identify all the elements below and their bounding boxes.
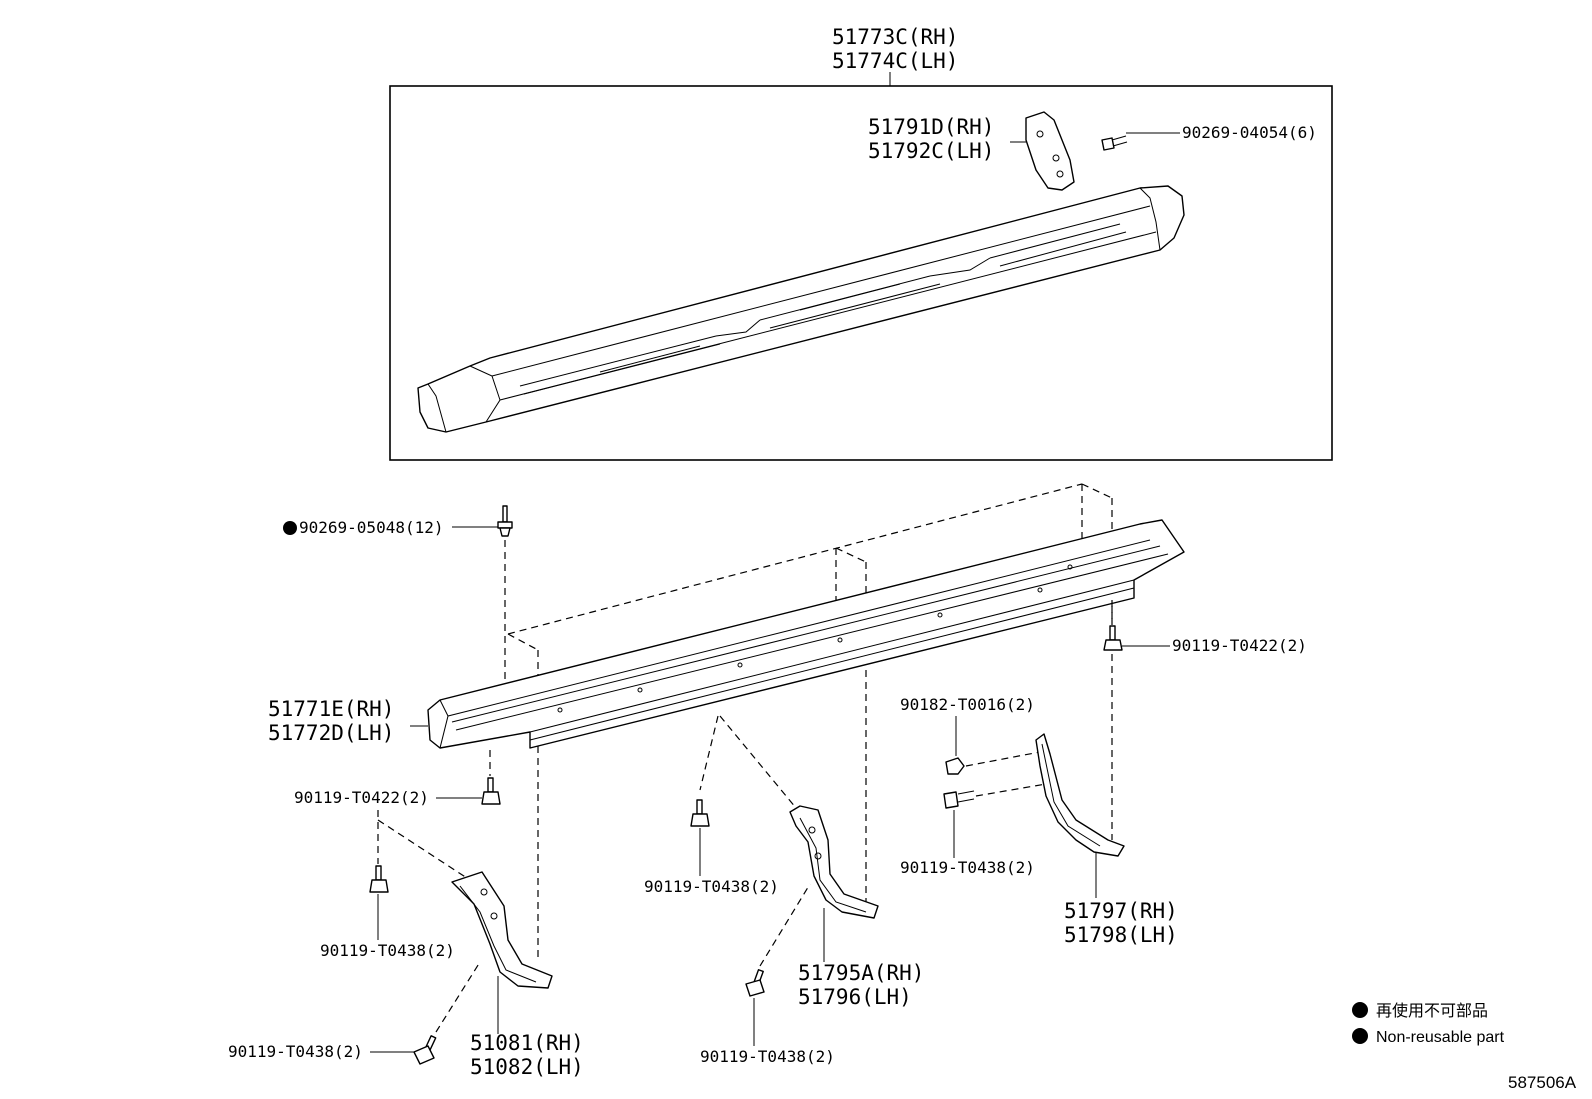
end-cap-lh-label: 51792C(LH) bbox=[868, 139, 994, 163]
end-cap-screw-label: 90269-04054(6) bbox=[1182, 123, 1317, 142]
center-upper-bolt-icon bbox=[690, 799, 710, 827]
assembly-frame bbox=[389, 85, 1333, 461]
nut-label: 90182-T0016(2) bbox=[900, 695, 1035, 714]
center-upper-dashline-a bbox=[699, 715, 719, 791]
end-cap-screw-icon bbox=[1101, 135, 1128, 151]
running-board-step bbox=[417, 185, 1185, 433]
center-upper-bolt-label: 90119-T0438(2) bbox=[644, 877, 779, 896]
center-bracket-lh-label: 51796(LH) bbox=[798, 985, 912, 1009]
running-board-rail bbox=[427, 519, 1185, 749]
front-mid-bolt-label: 90119-T0438(2) bbox=[320, 941, 455, 960]
assembly-lh-label: 51774C(LH) bbox=[832, 49, 958, 73]
front-bracket-rh-label: 51081(RH) bbox=[470, 1031, 584, 1055]
rail-lh-label: 51772D(LH) bbox=[268, 721, 394, 745]
center-bracket-rh-label: 51795A(RH) bbox=[798, 961, 924, 985]
rear-bolt-dashline bbox=[975, 783, 1047, 797]
front-upper-bolt-icon bbox=[481, 777, 501, 805]
front-mid-bolt-icon bbox=[369, 865, 389, 893]
front-low-bolt-icon bbox=[413, 1035, 437, 1065]
rivet-icon bbox=[497, 505, 513, 537]
legend-en-text: Non-reusable part bbox=[1376, 1029, 1505, 1046]
front-mid-dashline-b bbox=[377, 819, 471, 881]
non-reusable-marker bbox=[283, 521, 297, 535]
rear-bracket-lh-label: 51798(LH) bbox=[1064, 923, 1178, 947]
rear-bracket-rh-label: 51797(RH) bbox=[1064, 899, 1178, 923]
legend-dot-jp bbox=[1352, 1002, 1368, 1018]
rear-bolt-label: 90119-T0438(2) bbox=[900, 858, 1035, 877]
center-bracket bbox=[789, 805, 879, 919]
front-upper-bolt-label: 90119-T0422(2) bbox=[294, 788, 429, 807]
front-bracket bbox=[451, 871, 553, 989]
assembly-rh-label: 51773C(RH) bbox=[832, 25, 958, 49]
center-low-dashline bbox=[759, 883, 811, 967]
front-bracket-lh-label: 51082(LH) bbox=[470, 1055, 584, 1079]
rail-rh-label: 51771E(RH) bbox=[268, 697, 394, 721]
nut-icon bbox=[945, 757, 965, 775]
front-low-dashline bbox=[435, 961, 481, 1033]
end-cap-bracket bbox=[1025, 111, 1075, 191]
rear-bolt-icon bbox=[943, 790, 975, 809]
legend-jp-text: 再使用不可部品 bbox=[1376, 1002, 1488, 1020]
rear-upper-bolt-icon bbox=[1103, 625, 1123, 651]
rear-upper-bolt-label: 90119-T0422(2) bbox=[1172, 636, 1307, 655]
diagram-code: 587506A bbox=[1508, 1073, 1577, 1092]
front-low-bolt-label: 90119-T0438(2) bbox=[228, 1042, 363, 1061]
center-low-bolt-icon bbox=[745, 969, 765, 997]
nut-dashline bbox=[965, 751, 1041, 767]
legend-dot-en bbox=[1352, 1028, 1368, 1044]
rear-bracket bbox=[1035, 733, 1125, 857]
center-upper-dashline-b bbox=[719, 715, 797, 809]
center-low-bolt-label: 90119-T0438(2) bbox=[700, 1047, 835, 1066]
rivet-label: 90269-05048(12) bbox=[299, 518, 444, 537]
end-cap-rh-label: 51791D(RH) bbox=[868, 115, 994, 139]
